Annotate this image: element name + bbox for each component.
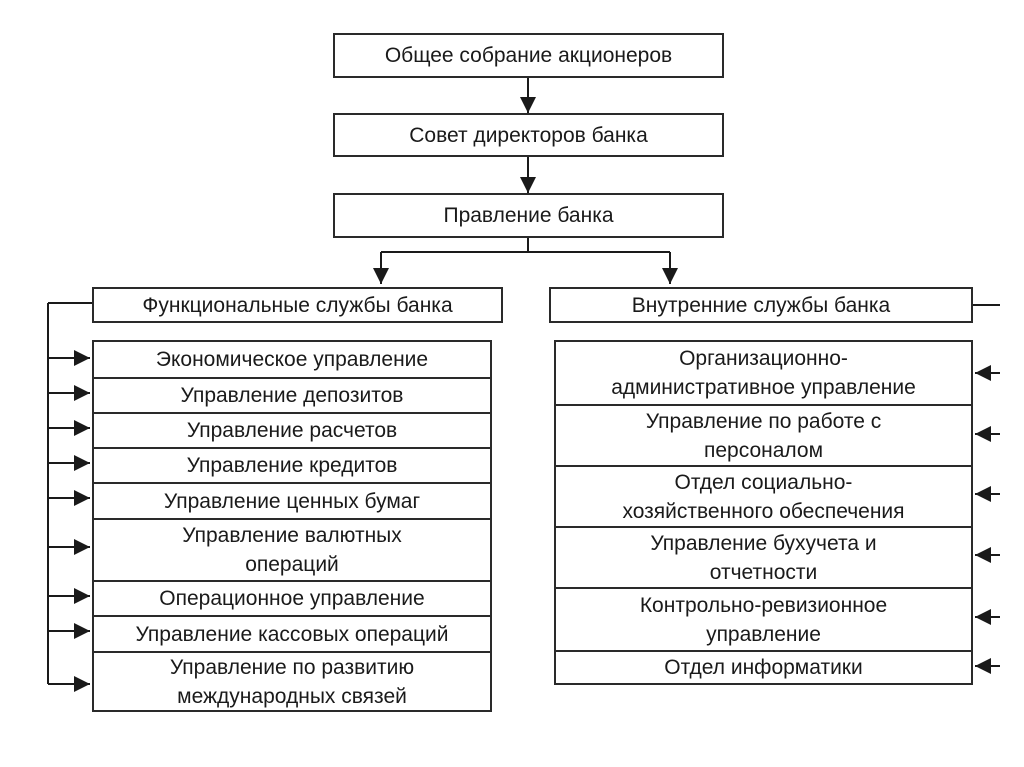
functional-item-5: Управление ценных бумаг [94,482,490,518]
functional-services-header: Функциональные службы банка [92,287,503,323]
functional-item-9: Управление по развитию международных свя… [94,651,490,710]
internal-item-2: Управление по работе с персоналом [556,404,971,465]
internal-item-5: Контрольно-ревизионное управление [556,587,971,650]
functional-item-7: Операционное управление [94,580,490,615]
functional-item-1: Экономическое управление [155,348,429,371]
functional-item-2: Управление депозитов [94,377,490,412]
internal-services-list: Организационно- административное управле… [554,340,973,685]
internal-item-4: Управление бухучета и отчетности [556,526,971,587]
board-box: Совет директоров банка [333,113,724,157]
internal-item-1: Организационно- административное управле… [611,347,916,399]
internal-services-header: Внутренние службы банка [549,287,973,323]
internal-item-3: Отдел социально- хозяйственного обеспече… [556,465,971,526]
internal-item-6: Отдел информатики [556,650,971,683]
functional-item-3: Управление расчетов [94,412,490,447]
management-box: Правление банка [333,193,724,238]
functional-services-list: Экономическое управление Управление депо… [92,340,492,712]
functional-item-6: Управление валютных операций [94,518,490,580]
functional-item-8: Управление кассовых операций [94,615,490,651]
functional-item-4: Управление кредитов [94,447,490,482]
shareholders-box: Общее собрание акционеров [333,33,724,78]
